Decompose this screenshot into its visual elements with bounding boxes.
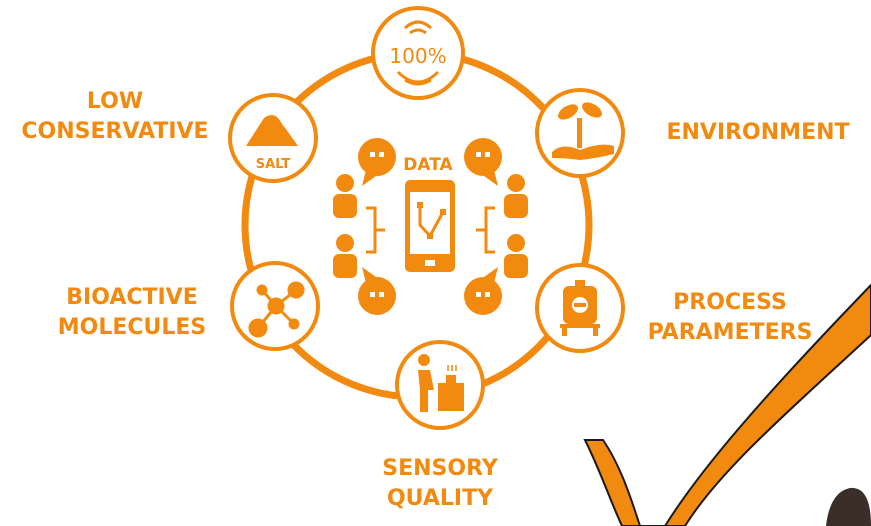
node-low-conservative: SALT: [228, 93, 318, 183]
node-sensory: [395, 340, 485, 430]
person-icon: [333, 234, 357, 278]
label-line: PROCESS: [673, 290, 787, 315]
chat-bubble-icon: [464, 267, 502, 315]
label-environment: ENVIRONMENT: [648, 118, 868, 148]
label-sensory-quality: SENSORY QUALITY: [360, 454, 520, 514]
node-bioactive: [230, 261, 320, 351]
person-icon: [504, 234, 528, 278]
person-photo-fragment: [826, 487, 871, 526]
chat-bubble-icon: [358, 267, 396, 315]
label-bioactive-molecules: BIOACTIVE MOLECULES: [40, 283, 224, 343]
salt-pile-icon: [246, 115, 298, 146]
label-line: ENVIRONMENT: [666, 120, 850, 145]
label-line: MOLECULES: [57, 315, 207, 340]
node-environment: [535, 88, 625, 178]
face-100-icon: [396, 20, 440, 86]
tank-icon: [560, 280, 600, 336]
node-process: [535, 263, 625, 353]
node-top: 100%: [371, 6, 465, 100]
bracket-right: [476, 206, 495, 254]
hand-plant-icon: [552, 102, 614, 160]
salt-text: SALT: [256, 157, 291, 172]
label-line: QUALITY: [386, 486, 494, 511]
center-data-hub: [333, 138, 528, 315]
label-line: BIOACTIVE: [66, 285, 198, 310]
label-line: LOW: [86, 89, 144, 114]
chat-bubble-icon: [358, 138, 396, 186]
label-low-conservative: LOW CONSERVATIVE: [6, 87, 224, 147]
label-process-parameters: PROCESS PARAMETERS: [632, 288, 828, 348]
person-icon: [504, 174, 528, 218]
face-100-text: 100%: [389, 44, 446, 68]
center-data-label: DATA: [403, 155, 453, 175]
person-icon: [333, 174, 357, 218]
label-line: CONSERVATIVE: [21, 119, 209, 144]
label-line: PARAMETERS: [647, 320, 813, 345]
bracket-left: [366, 206, 385, 254]
chat-bubble-icon: [464, 138, 502, 186]
molecule-icon: [248, 281, 305, 338]
label-line: SENSORY: [382, 456, 498, 481]
person-tasting-icon: [418, 354, 464, 412]
